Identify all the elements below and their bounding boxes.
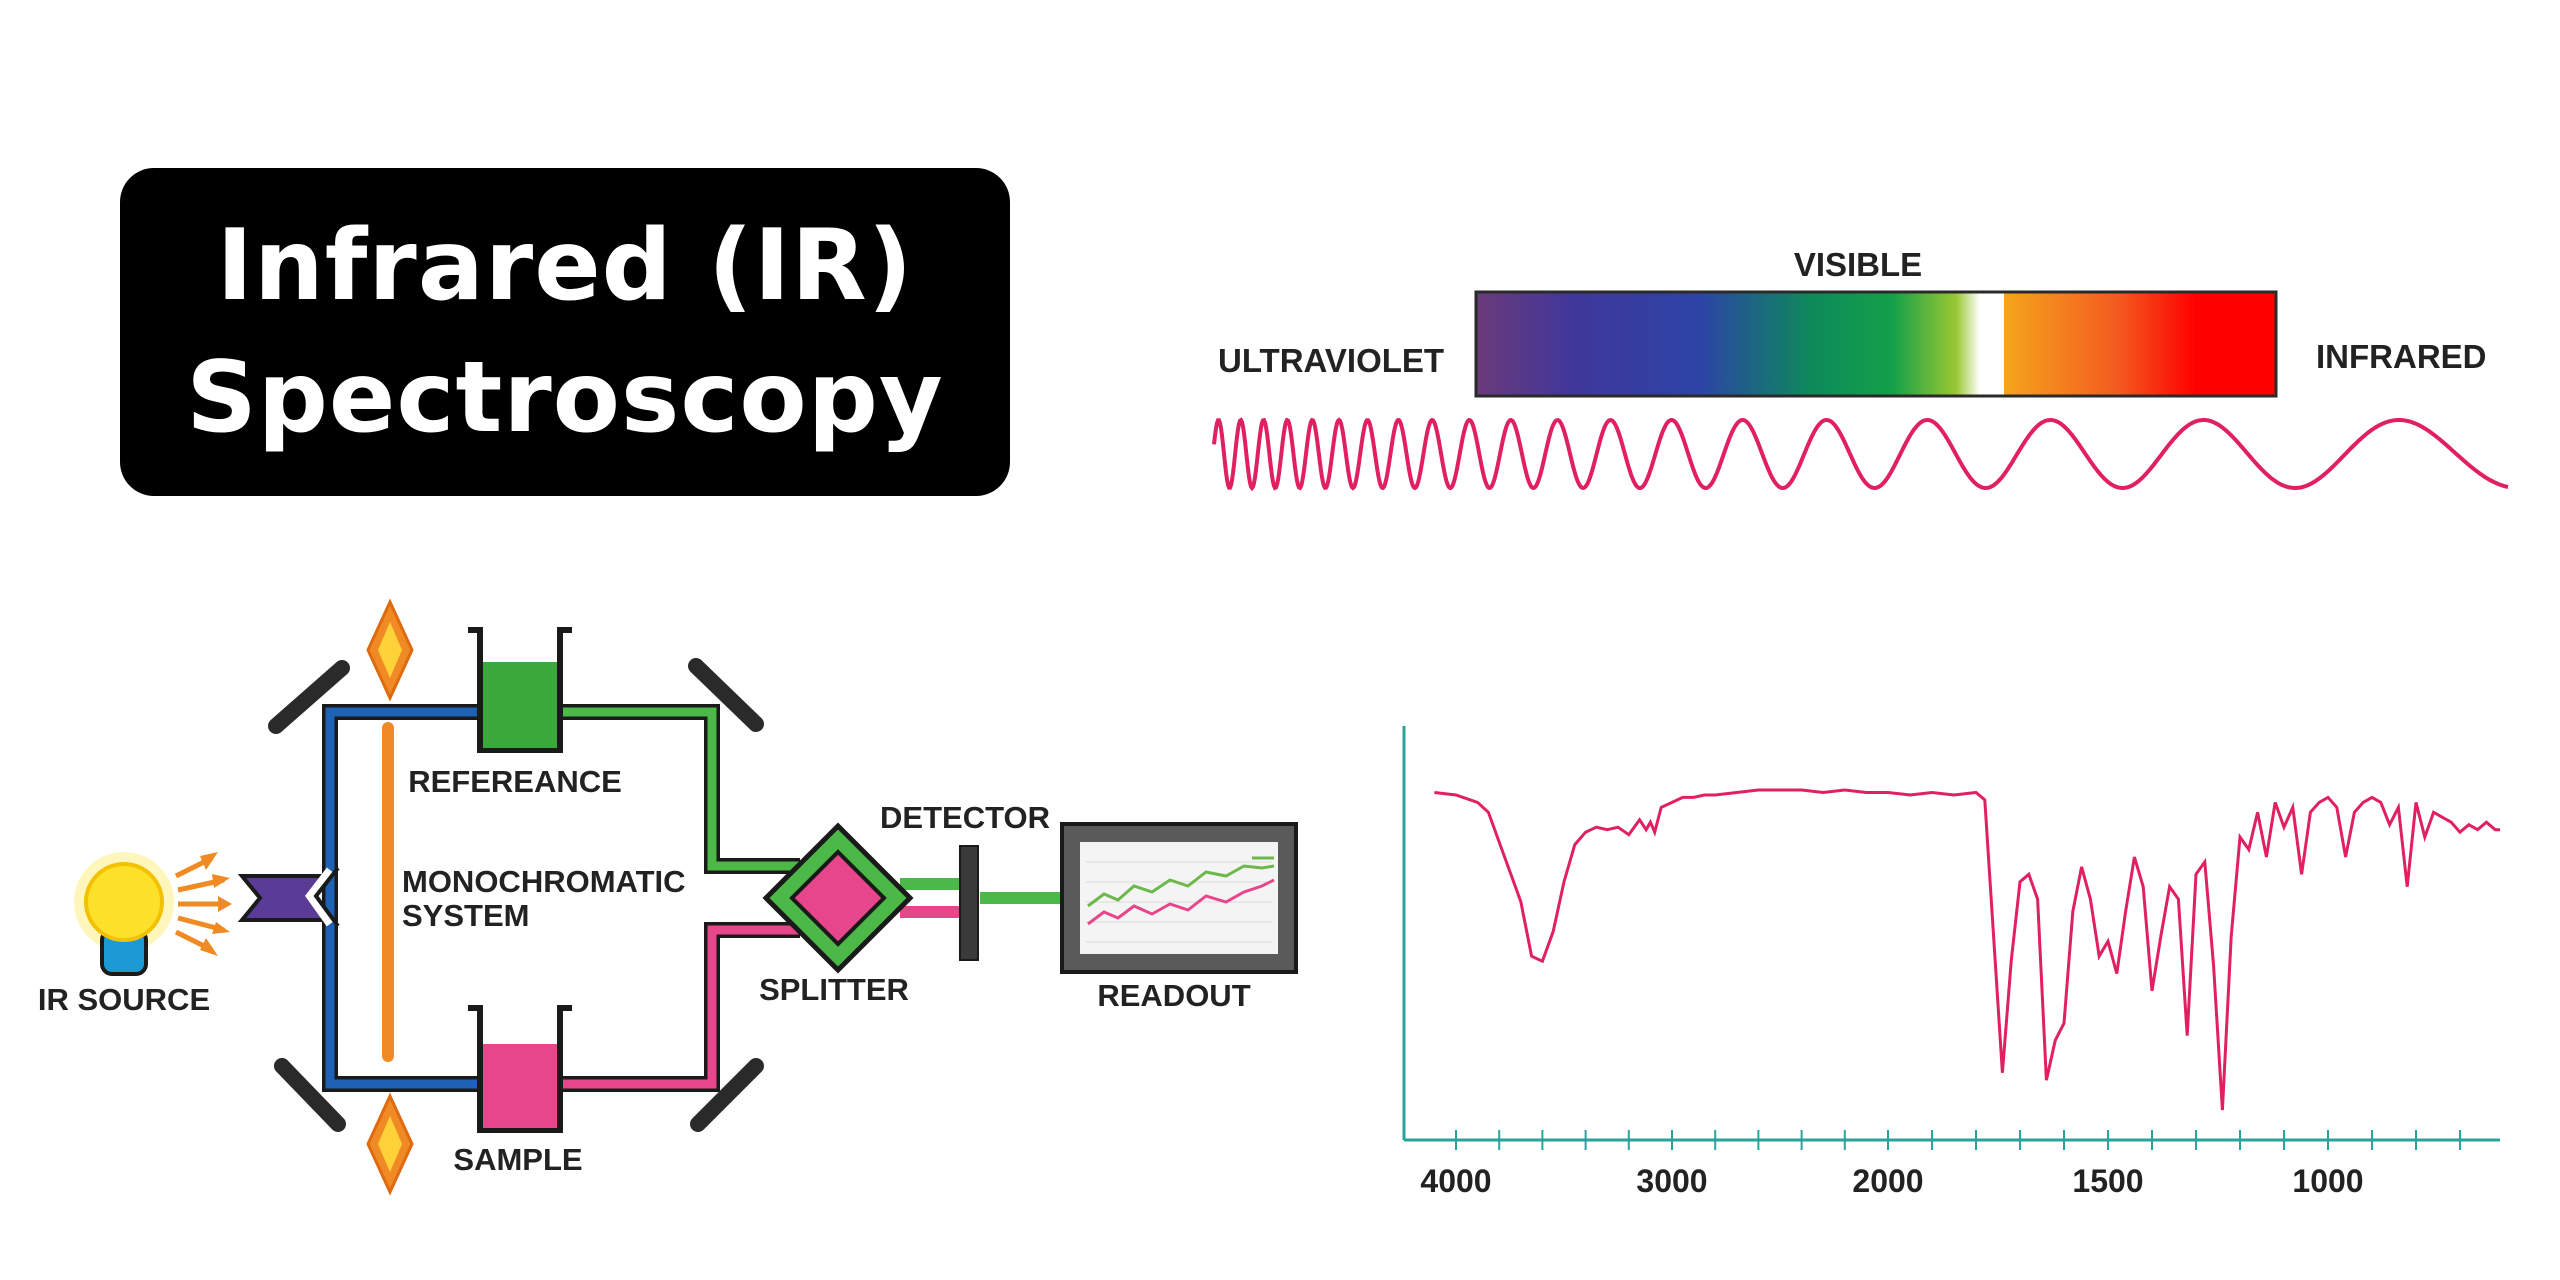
visible-spectrum-bar: [1474, 290, 2278, 398]
reference-cuvette: [468, 627, 572, 753]
sample-cuvette: [468, 1005, 572, 1133]
readout-label: READOUT: [1097, 978, 1250, 1013]
ultraviolet-label: ULTRAVIOLET: [1218, 342, 1444, 379]
ir-source-label: IR SOURCE: [38, 982, 210, 1017]
readout-monitor-icon: [1060, 822, 1298, 974]
title-line-1: Infrared (IR): [216, 209, 914, 323]
ir-instrument-diagram: REFEREANCE SAMPLE MONOCHROMATIC SYSTEM I…: [38, 598, 1298, 1196]
infrared-label: INFRARED: [2316, 338, 2487, 375]
lens-bottom-icon: [366, 1092, 414, 1196]
green-beam-path: [550, 707, 800, 871]
spectrum-band: VISIBLE ULTRAVIOLET INFRARED: [1212, 246, 2509, 492]
radiation-arrows-icon: [174, 852, 232, 956]
x-tick-labels: 4000 3000 2000 1500 1000: [1420, 1163, 2363, 1199]
detector-icon: [959, 845, 979, 961]
x-tick-label: 1500: [2072, 1163, 2143, 1199]
visible-label: VISIBLE: [1794, 246, 1922, 283]
x-tick-label: 4000: [1420, 1163, 1491, 1199]
system-label: SYSTEM: [402, 898, 529, 933]
mirror-bottom-left: [274, 1058, 346, 1132]
pink-beam-outline: [550, 922, 800, 1092]
pink-beam-path: [550, 925, 800, 1089]
sample-liquid: [483, 1044, 557, 1128]
lens-top-icon: [366, 598, 414, 702]
detector-label: DETECTOR: [880, 800, 1050, 835]
reference-label: REFEREANCE: [408, 764, 622, 799]
mirror-top-left: [268, 660, 350, 734]
title-box: Infrared (IR) Spectroscopy: [120, 168, 1010, 496]
title-line-2: Spectroscopy: [186, 341, 944, 455]
x-tick-label: 1000: [2292, 1163, 2363, 1199]
splitter-label: SPLITTER: [759, 972, 909, 1007]
x-minor-ticks: [1455, 1130, 2461, 1150]
monochromatic-label: MONOCHROMATIC: [402, 864, 686, 899]
x-tick-label: 3000: [1636, 1163, 1707, 1199]
mirror-bottom-right: [690, 1058, 764, 1132]
mirror-top-right: [688, 658, 764, 732]
sample-label: SAMPLE: [453, 1142, 582, 1177]
beam-chopper-icon: [237, 866, 340, 928]
blue-beam-fill: [325, 707, 490, 1089]
splitter-icon: [762, 822, 914, 974]
reference-liquid: [483, 662, 557, 748]
x-tick-label: 2000: [1852, 1163, 1923, 1199]
ir-source-bulb-icon: [74, 852, 174, 976]
em-wave: [1212, 417, 2509, 492]
spectrum-series-line: [1434, 788, 2500, 1111]
ir-spectrum-chart: 4000 3000 2000 1500 1000: [1402, 726, 2500, 1199]
